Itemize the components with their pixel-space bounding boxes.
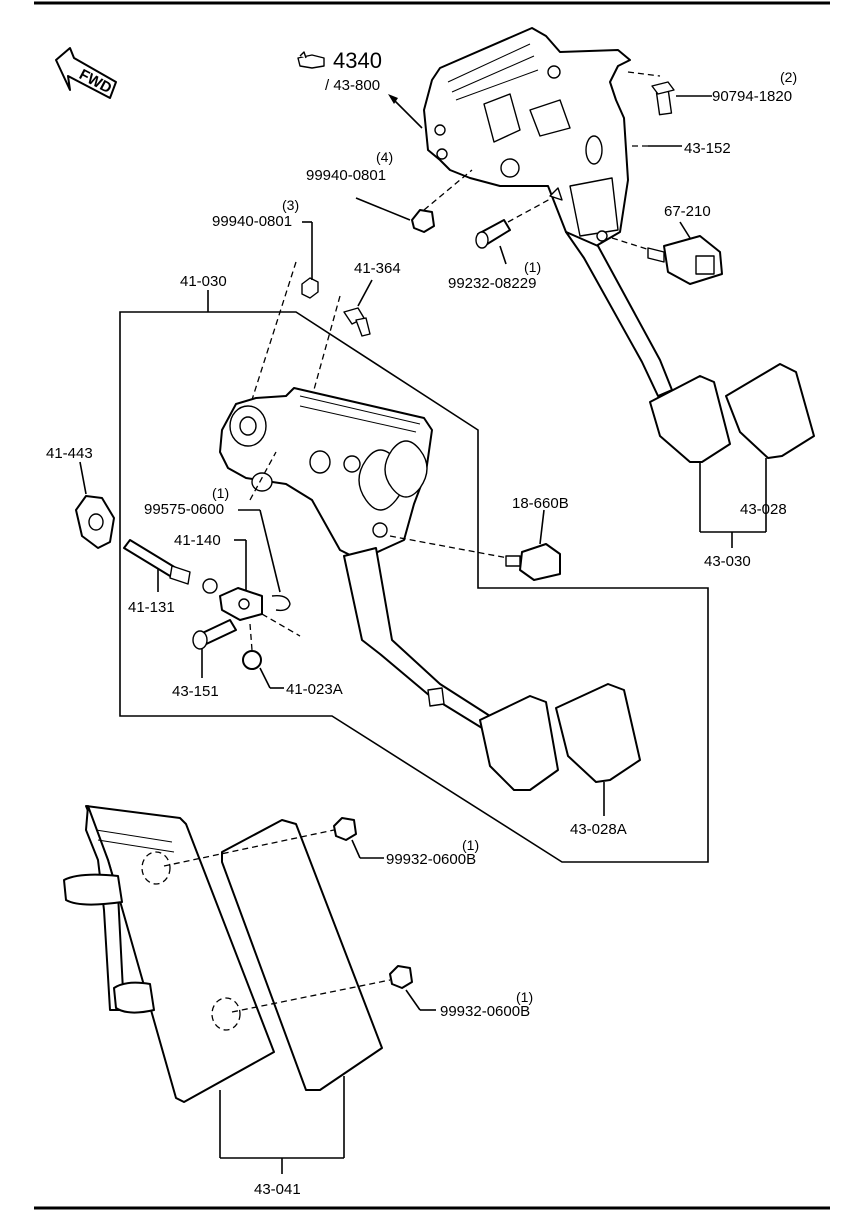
upper-pedal-bracket <box>423 27 631 247</box>
label-43-041: 43-041 <box>254 1181 301 1198</box>
nut-99940-0801-a <box>411 209 435 233</box>
label-43-028a: 43-028A <box>570 821 627 838</box>
push-rod-41-131 <box>123 539 218 594</box>
nut-99932-0600b-b <box>389 965 413 989</box>
clip-99575-0600 <box>271 594 291 612</box>
label-67-210: 67-210 <box>664 203 711 220</box>
label-43-030: 43-030 <box>704 553 751 570</box>
label-90794-1820: 90794-1820 <box>712 88 792 105</box>
nut-99940-0801-b <box>301 277 319 299</box>
label-43-151: 43-151 <box>172 683 219 700</box>
label-99932-0600b-a: 99932-0600B <box>386 851 476 868</box>
label-41-140: 41-140 <box>174 532 221 549</box>
label-18-660b: 18-660B <box>512 495 569 512</box>
gasket-41-443 <box>75 495 115 549</box>
qty-99232-08229: (1) <box>524 259 541 275</box>
pedal-pad-set-43-041 <box>63 805 383 1103</box>
qty-99575-0600: (1) <box>212 485 229 501</box>
label-99575-0600: 99575-0600 <box>144 501 224 518</box>
label-41-364: 41-364 <box>354 260 401 277</box>
bolt-90794-1820 <box>651 81 675 116</box>
lower-pedal-arm <box>343 547 641 791</box>
qty-99932-0600b-b: (1) <box>516 989 533 1005</box>
label-43-152: 43-152 <box>684 140 731 157</box>
switch-67-210 <box>647 235 723 285</box>
bushing-41-023a <box>242 650 262 670</box>
assembly-boundary-41-030 <box>119 311 709 863</box>
label-99232-08229: 99232-08229 <box>448 275 536 292</box>
label-41-131: 41-131 <box>128 599 175 616</box>
fwd-arrow-icon: FWD <box>55 47 117 99</box>
pointing-hand-icon <box>297 51 325 69</box>
lower-pedal-bracket <box>219 387 433 561</box>
ref-43-800-label: / 43-800 <box>325 77 380 94</box>
label-43-028: 43-028 <box>740 501 787 518</box>
label-99940-0801-b: 99940-0801 <box>212 213 292 230</box>
bolt-41-364 <box>343 307 371 337</box>
qty-99940-0801-b: (3) <box>282 197 299 213</box>
bolt-99232-08229 <box>475 219 511 249</box>
label-41-023a: 41-023A <box>286 681 343 698</box>
nut-99932-0600b-a <box>333 817 357 841</box>
qty-99932-0600b-a: (1) <box>462 837 479 853</box>
ref-4340-label: 4340 <box>333 48 382 73</box>
qty-90794-1820: (2) <box>780 69 797 85</box>
label-41-443: 41-443 <box>46 445 93 462</box>
pin-43-151 <box>192 619 237 650</box>
label-41-030: 41-030 <box>180 273 227 290</box>
label-99932-0600b-b: 99932-0600B <box>440 1003 530 1020</box>
sensor-18-660b <box>505 543 561 581</box>
clevis-41-140 <box>219 587 263 621</box>
qty-99940-0801-a: (4) <box>376 149 393 165</box>
label-99940-0801-a: 99940-0801 <box>306 167 386 184</box>
upper-pedal-arm <box>565 231 815 463</box>
